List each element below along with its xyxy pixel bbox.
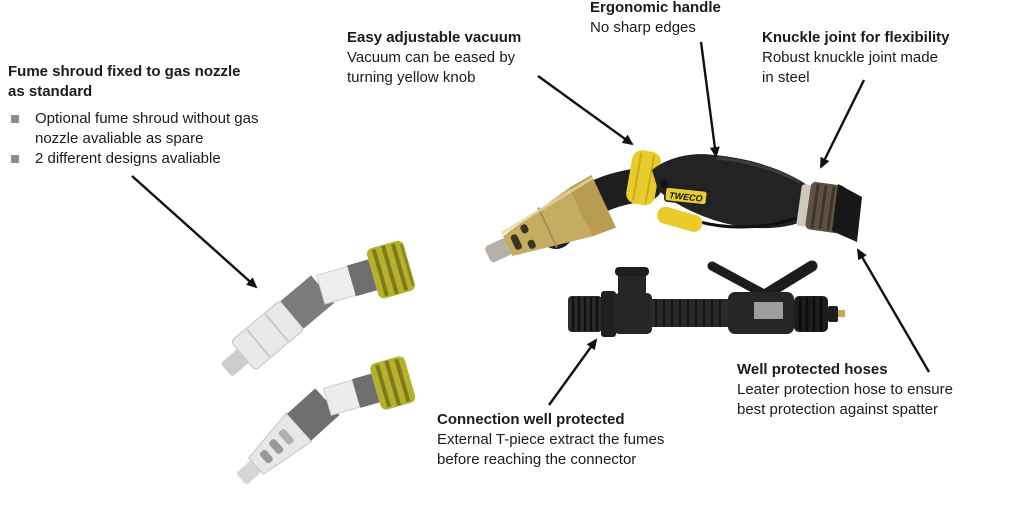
callout-title: Knuckle joint for flexibility: [762, 29, 950, 46]
cable-right: [762, 260, 818, 299]
callout-title: Ergonomic handle: [590, 0, 721, 16]
arrow-ergonomic-handle: [699, 41, 720, 158]
callout-protected-hoses: Well protected hoses Leater protection h…: [737, 360, 971, 420]
callout-fume-shroud: Fume shroud fixed to gas nozzle as stand…: [8, 62, 277, 169]
bullet-text: 2 different designs avaliable: [35, 150, 221, 167]
callout-body: No sharp edges: [590, 19, 696, 36]
knurled-cap: [794, 296, 828, 332]
torch-image: TWECO: [485, 150, 862, 263]
fume-shroud-image-2: [237, 356, 416, 485]
arrow-connection: [548, 338, 598, 406]
callout-title: Connection well protected: [437, 411, 625, 428]
callout-title: Easy adjustable vacuum: [347, 29, 522, 46]
cable-left: [707, 261, 769, 299]
callout-easy-vacuum: Easy adjustable vacuum Vacuum can be eas…: [347, 28, 529, 88]
vacuum-knob: [626, 150, 661, 206]
brand-text: TWECO: [669, 190, 703, 203]
flex-tube: [650, 299, 730, 327]
callout-body: Vacuum can be eased by turning yellow kn…: [347, 49, 516, 86]
callout-body: Robust knuckle joint made in steel: [762, 49, 938, 86]
callout-title: Fume shroud fixed to gas nozzle as stand…: [8, 63, 241, 100]
contact-pin: [838, 310, 845, 317]
callout-knuckle-joint: Knuckle joint for flexibility Robust knu…: [762, 28, 986, 88]
bullet-text: Optional fume shroud without gas nozzle …: [35, 110, 259, 147]
callout-body: External T-piece extract the fumes befor…: [437, 431, 665, 468]
torch-nozzle: [485, 175, 617, 263]
t-piece: [614, 293, 652, 334]
bullet-square-icon: [11, 115, 19, 123]
connector-label-plate: [754, 302, 783, 319]
callout-body: Leater protection hose to ensure best pr…: [737, 381, 953, 418]
torch-hose: [832, 184, 862, 242]
arrow-protected-hoses: [856, 248, 931, 373]
connector-image: [568, 260, 845, 337]
arrow-easy-vacuum: [537, 75, 634, 146]
arrow-fume-shroud: [131, 175, 258, 289]
fume-shroud-image-1: [221, 240, 415, 376]
bullet-square-icon: [11, 155, 19, 163]
callout-ergonomic-handle: Ergonomic handle No sharp edges: [590, 0, 750, 38]
brand-badge: TWECO: [663, 186, 709, 206]
callout-connection: Connection well protected External T-pie…: [437, 410, 679, 470]
arrow-knuckle-joint: [819, 79, 866, 169]
list-item: Optional fume shroud without gas nozzle …: [8, 109, 277, 149]
list-item: 2 different designs avaliable: [8, 149, 277, 169]
feature-list: Optional fume shroud without gas nozzle …: [8, 109, 277, 169]
callout-title: Well protected hoses: [737, 361, 888, 378]
arrows: [131, 41, 931, 406]
torch-trigger: [657, 206, 703, 232]
